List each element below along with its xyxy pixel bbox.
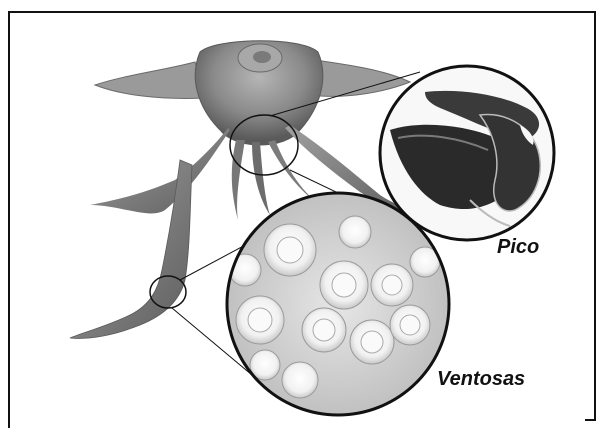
suckers-magnifier — [227, 193, 449, 415]
beak-label: Pico — [497, 237, 539, 257]
suckers-label: Ventosas — [437, 369, 525, 389]
